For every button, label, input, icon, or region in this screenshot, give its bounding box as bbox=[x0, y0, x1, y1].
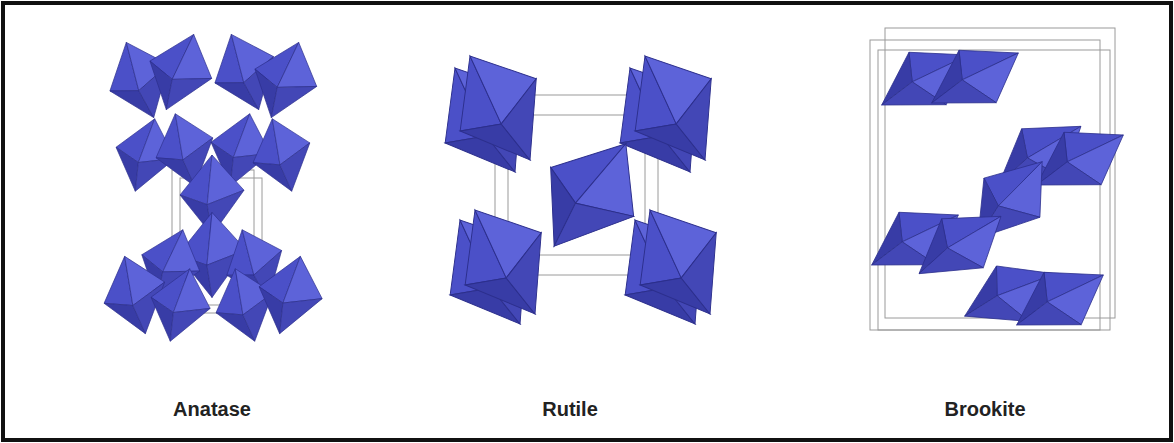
brookite-structure bbox=[856, 25, 1140, 352]
frame bbox=[3, 3, 1171, 440]
rutile-structure bbox=[415, 33, 750, 347]
structure-label: Rutile bbox=[542, 398, 598, 421]
structure-label: Anatase bbox=[173, 398, 251, 421]
structure-label: Brookite bbox=[944, 398, 1025, 421]
anatase-structure bbox=[94, 23, 332, 349]
